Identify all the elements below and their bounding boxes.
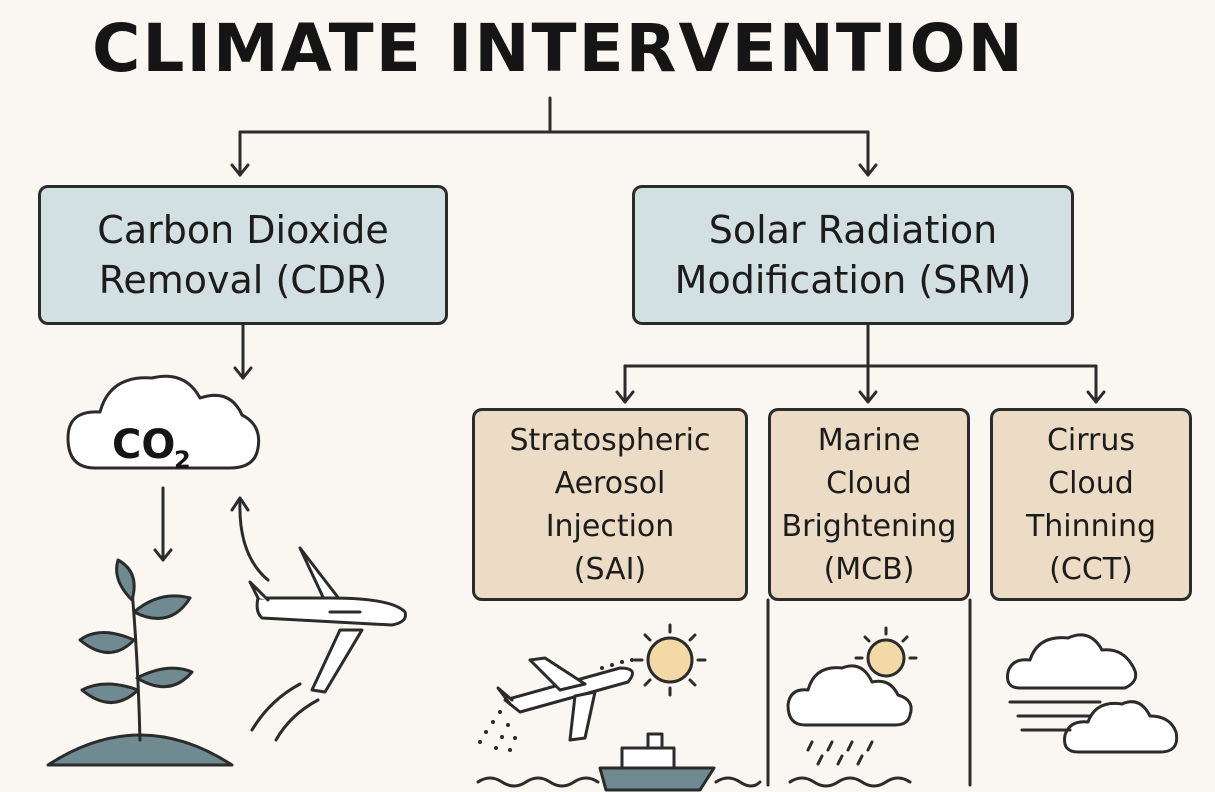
sai-airplane-icon (496, 656, 634, 742)
mcb-label-line3: Brightening (781, 508, 957, 544)
sai-label-line3: Injection (545, 508, 675, 544)
mcb-label-line4: (MCB) (823, 551, 915, 587)
rain-icon (806, 740, 874, 766)
sai-label-line2: Aerosol (554, 465, 666, 501)
mcb-label-line2: Cloud (826, 465, 912, 501)
waves-icon (788, 776, 912, 788)
cloud-icon (786, 664, 913, 727)
cloud-co2-icon: CO 2 (66, 374, 261, 474)
cct-label-line4: (CCT) (1049, 551, 1133, 587)
sai-label-line1: Stratospheric (509, 422, 711, 458)
sai-box: Stratospheric Aerosol Injection (SAI) (472, 408, 748, 601)
srm-label-line1: Solar Radiation (708, 208, 998, 252)
diagram-title: CLIMATE INTERVENTION (92, 10, 1025, 87)
sun-icon (854, 626, 918, 678)
srm-label-line2: Modification (SRM) (674, 258, 1032, 302)
cct-label-line2: Cloud (1048, 465, 1134, 501)
cct-box: Cirrus Cloud Thinning (CCT) (990, 408, 1192, 601)
mcb-box: Marine Cloud Brightening (MCB) (768, 408, 970, 601)
co2-text: CO (112, 422, 175, 468)
waves-icon (476, 776, 762, 788)
cct-label-line1: Cirrus (1046, 422, 1136, 458)
cloud-icon (1006, 633, 1179, 754)
sun-icon (633, 623, 707, 697)
spray-icon (478, 658, 634, 752)
cdr-label-line1: Carbon Dioxide (97, 208, 389, 252)
cdr-label-line2: Removal (CDR) (98, 258, 388, 302)
airplane-icon (248, 546, 407, 742)
cdr-box: Carbon Dioxide Removal (CDR) (38, 185, 448, 325)
co2-subscript: 2 (174, 446, 191, 474)
cct-label-line3: Thinning (1025, 508, 1157, 544)
srm-box: Solar Radiation Modification (SRM) (632, 185, 1074, 325)
plant-icon (46, 558, 234, 767)
curved-up-arrow-icon (238, 498, 270, 582)
mcb-label-line1: Marine (817, 422, 921, 458)
wind-lines-icon (1008, 700, 1102, 732)
ship-icon (598, 732, 716, 792)
sai-label-line4: (SAI) (573, 551, 647, 587)
